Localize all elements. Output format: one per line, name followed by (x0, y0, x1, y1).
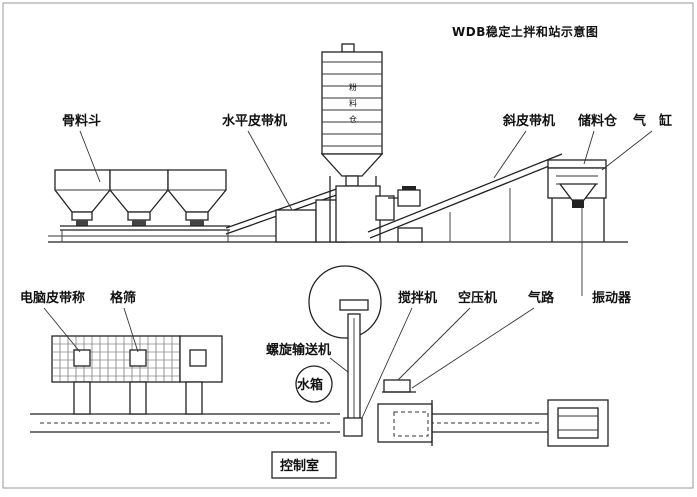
discharge-box (377, 400, 433, 446)
label-mixer: 搅拌机 (398, 290, 437, 306)
air-compressor (382, 379, 416, 393)
label-horizontal-belt: 水平皮带机 (222, 113, 287, 129)
label-cylinder: 气 缸 (633, 113, 672, 129)
control-room (271, 451, 337, 479)
leader-inclined-belt (493, 130, 527, 179)
powder-silo (320, 43, 395, 243)
leader-belt-scale (43, 307, 81, 353)
motor (388, 186, 421, 207)
label-aggregate-hopper: 骨料斗 (62, 113, 101, 129)
plan-storage-bin (547, 399, 609, 447)
label-air-line: 气路 (528, 290, 555, 306)
diagram-title: WDB稳定土拌和站示意图 (452, 24, 598, 39)
plan-conveyor-track (30, 413, 548, 433)
frame-border (2, 2, 694, 489)
label-vibrator: 振动器 (592, 290, 632, 306)
label-screw-conveyor: 螺旋输送机 (266, 342, 331, 358)
label-storage-bin: 储料仓 (577, 113, 618, 129)
leader-air-line (411, 307, 535, 389)
horizontal-belt-conveyor (225, 185, 347, 243)
silo-text-2: 料 (349, 98, 357, 108)
label-air-compressor: 空压机 (458, 290, 497, 306)
label-grid-screen: 格筛 (110, 290, 136, 306)
leader-grid-screen (123, 307, 139, 353)
silo-text-1: 粉 (349, 82, 357, 92)
label-inclined-belt: 斜皮带机 (502, 113, 555, 129)
leader-horizontal-belt (247, 130, 293, 211)
leader-mixer (361, 307, 413, 419)
leader-cylinder (601, 130, 653, 171)
mixer (308, 265, 382, 437)
water-tank (295, 365, 333, 403)
label-electronic-belt-scale: 电脑皮带称 (20, 290, 85, 306)
silo-text-3: 仓 (349, 114, 357, 124)
label-water-tank: 水箱 (297, 377, 323, 393)
leader-screw-conveyor (329, 357, 349, 373)
leader-aggregate-hopper (79, 130, 101, 183)
inclined-belt-conveyor (367, 153, 565, 243)
label-control-room: 控制室 (280, 458, 319, 474)
storage-bin (547, 159, 607, 242)
leader-air-compressor (397, 307, 471, 381)
aggregate-hoppers (54, 169, 230, 242)
leader-storage-bin (583, 130, 595, 165)
